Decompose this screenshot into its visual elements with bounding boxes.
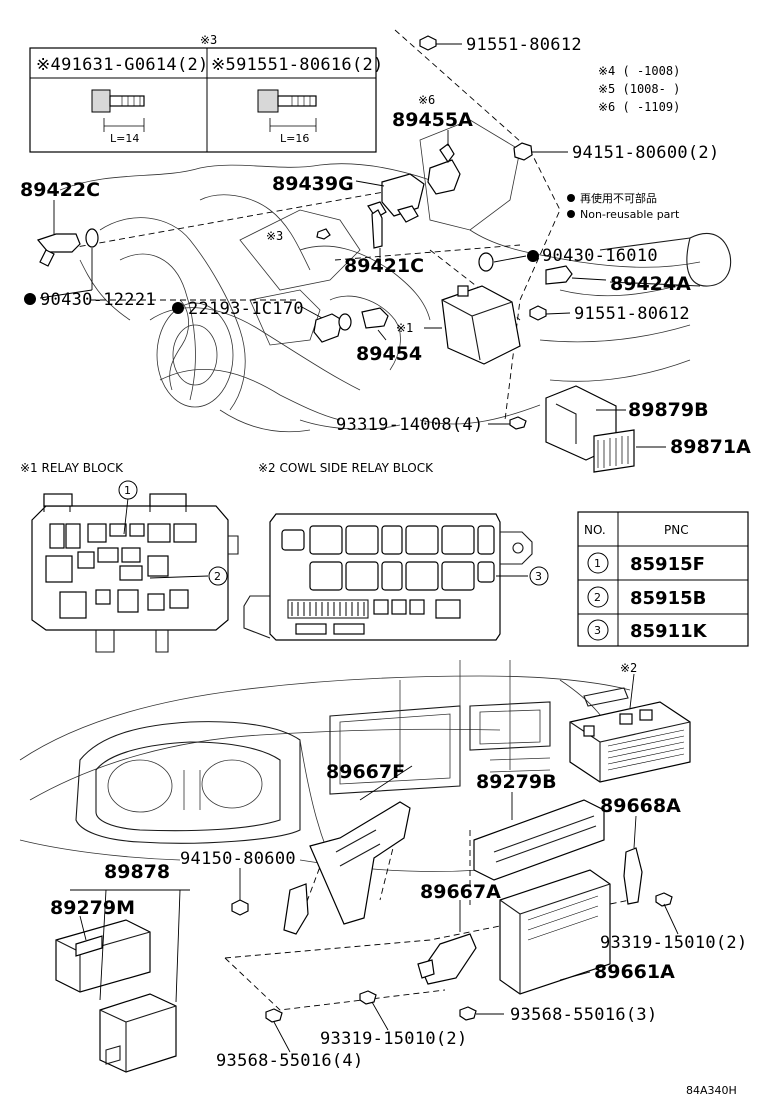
pnc-header-pnc: PNC: [664, 523, 689, 537]
part-89422C: 89422C: [20, 179, 100, 201]
bolt-box-ref: ※3: [200, 33, 217, 47]
part-89878: 89878: [104, 861, 170, 883]
pnc-header-no: NO.: [584, 523, 606, 537]
engine-bay-sketch: [59, 119, 732, 433]
bolt-box-right-label: ※591551-80616(2): [211, 55, 384, 75]
part-89871A: 89871A: [670, 436, 751, 458]
part-89667F: 89667F: [326, 761, 405, 783]
note-4: ※4 ( -1008): [598, 64, 680, 78]
note-5: ※5 (1008- ): [598, 82, 680, 96]
ref-2: ※2: [620, 661, 637, 675]
callout-2: 2: [214, 570, 221, 583]
note-6: ※6 ( -1109): [598, 100, 680, 114]
part-89279M: 89279M: [50, 897, 135, 919]
pnc-row-1-no: 1: [594, 557, 601, 570]
part-93319-15010-right: 93319-15010(2): [600, 933, 748, 953]
relay-block-1-drawing: [31, 493, 239, 653]
figure-code: 84A340H: [686, 1084, 737, 1097]
callout-3: 3: [535, 570, 542, 583]
part-89454: 89454: [356, 343, 422, 365]
pnc-row-1-pnc: 85915F: [630, 554, 705, 575]
pnc-table-grid: [577, 511, 749, 647]
ref-3: ※3: [266, 229, 283, 243]
part-94150-80600: 94150-80600: [180, 849, 296, 869]
dashboard-sketch: [19, 660, 691, 881]
part-91551-80612-top: 91551-80612: [466, 35, 582, 55]
ref-6: ※6: [418, 93, 435, 107]
ref-1: ※1: [396, 321, 413, 335]
part-90430-12221: 90430-12221: [40, 290, 156, 310]
bottom-parts: [55, 765, 679, 1073]
legend-non-reusable-jp: 再使用不可部品: [580, 191, 657, 205]
part-90430-16010: 90430-16010: [542, 246, 658, 266]
part-89424A: 89424A: [610, 273, 691, 295]
pnc-row-3-no: 3: [594, 624, 601, 637]
part-93568-55016-3: 93568-55016(3): [510, 1005, 658, 1025]
pnc-row-3-pnc: 85911K: [630, 621, 708, 642]
caption-relay-block: ※1 RELAY BLOCK: [20, 461, 124, 475]
caption-cowl-relay-block: ※2 COWL SIDE RELAY BLOCK: [258, 461, 434, 475]
part-93319-14008: 93319-14008(4): [336, 415, 484, 435]
part-93568-55016-4: 93568-55016(4): [216, 1051, 364, 1071]
relay-block-2-drawing: [243, 513, 533, 641]
bolt-box-left-length: L=14: [110, 132, 139, 145]
part-94151-80600: 94151-80600(2): [572, 143, 720, 163]
part-89455A: 89455A: [392, 109, 473, 131]
pnc-row-2-no: 2: [594, 591, 601, 604]
part-89661A: 89661A: [594, 961, 675, 983]
part-91551-80612-side: 91551-80612: [574, 304, 690, 324]
bolt-box-left-label: ※491631-G0614(2): [36, 55, 209, 75]
part-89421C: 89421C: [344, 255, 424, 277]
top-small-parts: [36, 35, 666, 473]
part-89439G: 89439G: [272, 173, 354, 195]
legend-non-reusable-en: Non-reusable part: [580, 208, 680, 221]
part-89279B: 89279B: [476, 771, 557, 793]
bolt-box-right-length: L=16: [280, 132, 309, 145]
part-93319-15010-bottom: 93319-15010(2): [320, 1029, 468, 1049]
callout-1: 1: [124, 484, 131, 497]
part-89668A: 89668A: [600, 795, 681, 817]
part-89879B: 89879B: [628, 399, 709, 421]
pnc-row-2-pnc: 85915B: [630, 588, 706, 609]
bolt-spec-box: [29, 47, 377, 153]
part-22193-1C170: 22193-1C170: [188, 299, 304, 319]
part-89667A: 89667A: [420, 881, 501, 903]
